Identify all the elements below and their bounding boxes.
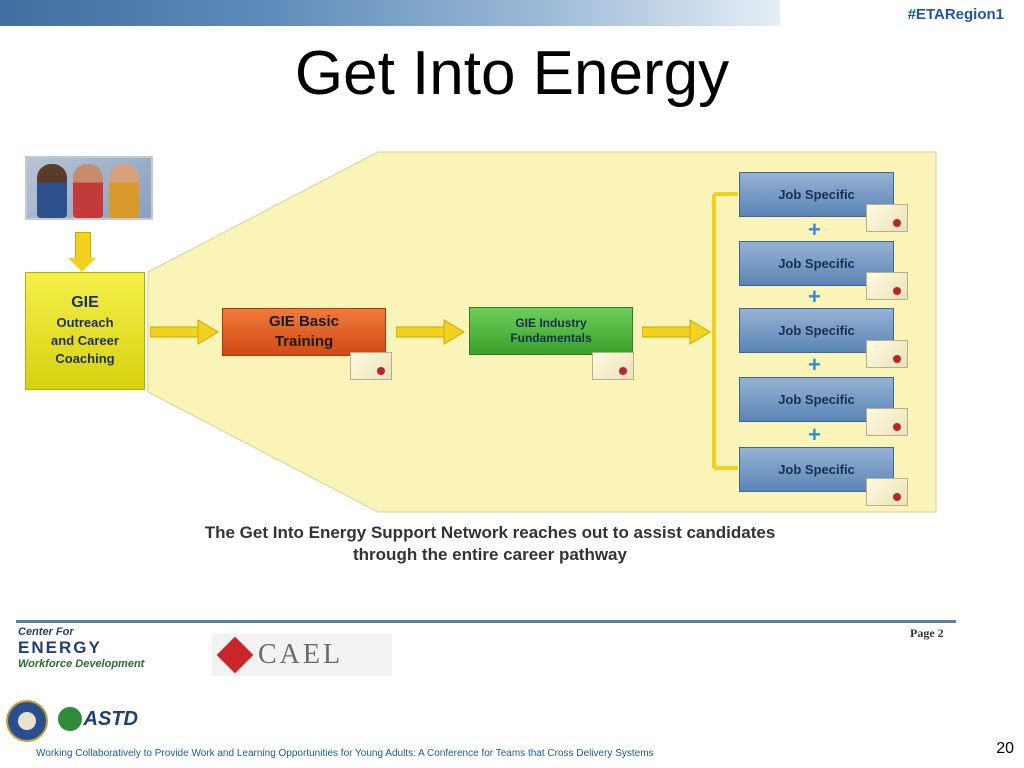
slide-number: 20: [996, 740, 1014, 757]
certificate-icon: [866, 272, 908, 300]
person-figure: [109, 164, 139, 218]
gie-industry-fundamentals-box: GIE Industry Fundamentals: [469, 307, 633, 355]
hashtag-label: #ETARegion1: [907, 6, 1004, 23]
cael-mark-icon: [216, 636, 254, 674]
diagram-caption: The Get Into Energy Support Network reac…: [120, 522, 860, 566]
page-label: Page 2: [910, 626, 944, 640]
person-figure: [73, 164, 103, 218]
plus-icon: +: [808, 217, 821, 242]
fund-line-1: GIE Industry: [515, 316, 587, 330]
gie-line-1: Outreach: [56, 315, 114, 330]
certificate-icon: [866, 478, 908, 506]
gie-line-3: Coaching: [55, 351, 115, 366]
globe-icon: [58, 707, 82, 731]
astd-logo: ASTD: [58, 702, 138, 736]
gie-title: GIE: [71, 294, 99, 311]
cael-logo: CAEL: [212, 634, 392, 676]
fund-line-2: Fundamentals: [510, 331, 592, 345]
gie-outreach-box: GIE Outreach and Career Coaching: [25, 272, 145, 390]
certificate-icon: [866, 340, 908, 368]
certificate-icon: [866, 408, 908, 436]
divider-line: [16, 620, 956, 623]
plus-icon: +: [808, 284, 821, 309]
plus-icon: +: [808, 352, 821, 377]
certificate-icon: [592, 352, 634, 380]
top-gradient-bar: [0, 0, 780, 26]
person-figure: [37, 164, 67, 218]
right-arrow-2: [396, 319, 465, 345]
center-for-energy-logo: Center For ENERGY Workforce Development: [18, 626, 145, 670]
slide-title: Get Into Energy: [294, 39, 730, 108]
dol-seal-icon: [6, 700, 48, 742]
caption-line-2: through the entire career pathway: [353, 545, 627, 564]
candidates-photo: [25, 156, 153, 220]
right-arrow-1: [150, 319, 219, 345]
basic-line-2: Training: [274, 333, 334, 350]
caption-line-1: The Get Into Energy Support Network reac…: [204, 523, 776, 542]
gie-line-2: and Career: [51, 333, 119, 348]
basic-line-1: GIE Basic: [268, 313, 340, 330]
certificate-icon: [866, 204, 908, 232]
right-arrow-3: [642, 319, 711, 345]
footer-text: Working Collaboratively to Provide Work …: [36, 748, 654, 759]
plus-icon: +: [808, 422, 821, 447]
certificate-icon: [350, 352, 392, 380]
gie-basic-training-box: GIE Basic Training: [222, 308, 386, 356]
